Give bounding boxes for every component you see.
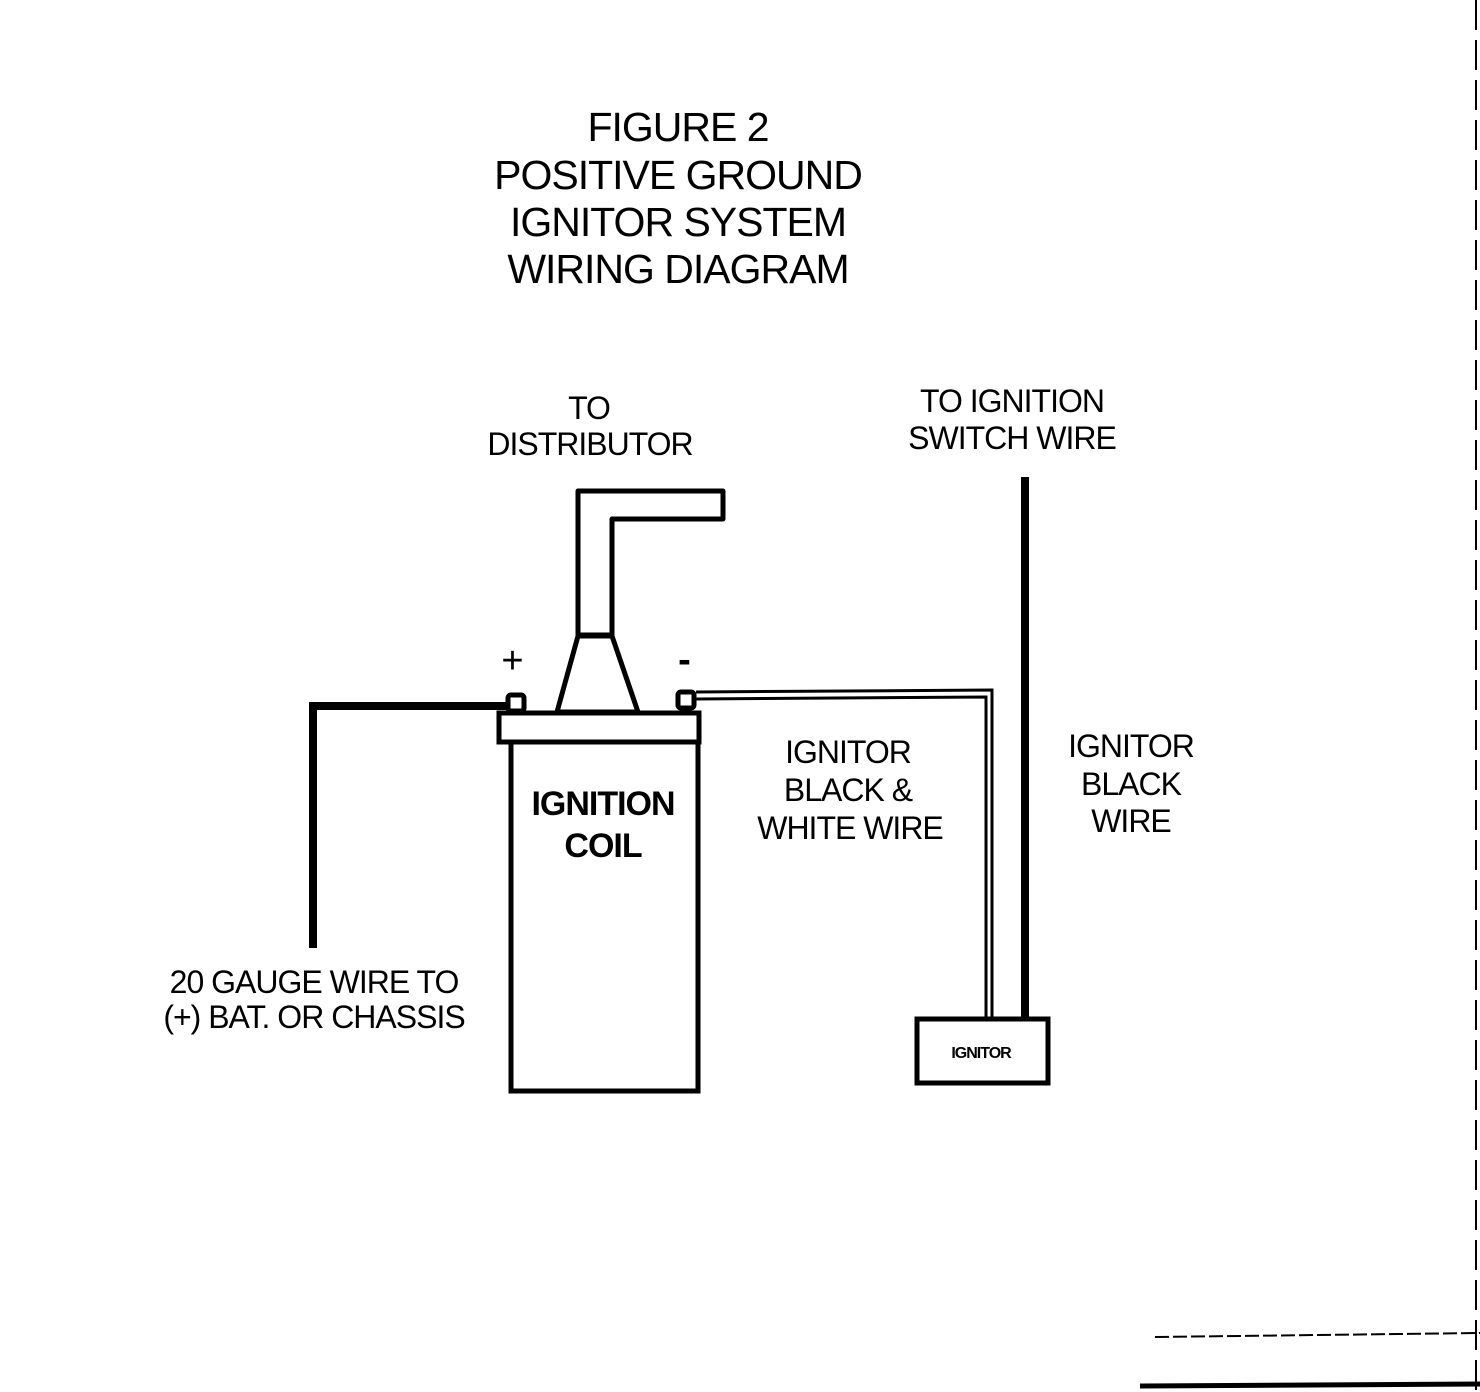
positive-terminal bbox=[505, 692, 527, 714]
ignitor-box-label: IGNITOR bbox=[951, 1045, 1012, 1062]
coil-label-1: IGNITION bbox=[531, 785, 674, 823]
black-label-3: WIRE bbox=[1091, 803, 1171, 839]
bw-label-3: WHITE WIRE bbox=[757, 810, 943, 846]
plus-sign: + bbox=[501, 640, 522, 682]
coil-tower bbox=[554, 633, 641, 715]
bw-label-2: BLACK & bbox=[784, 772, 913, 808]
title-line-3: IGNITOR SYSTEM bbox=[510, 199, 846, 245]
gauge-label-2: (+) BAT. OR CHASSIS bbox=[163, 999, 464, 1035]
black-label-1: IGNITOR bbox=[1068, 728, 1194, 764]
distributor-label-1: TO bbox=[568, 390, 610, 426]
coil-body bbox=[508, 739, 701, 1094]
title-line-1: FIGURE 2 bbox=[587, 104, 768, 150]
black-white-wire bbox=[695, 688, 994, 1018]
switch-label-2: SWITCH WIRE bbox=[908, 420, 1116, 456]
minus-sign: - bbox=[678, 639, 690, 681]
distributor-label-2: DISTRIBUTOR bbox=[487, 426, 692, 462]
title-line-2: POSITIVE GROUND bbox=[494, 152, 862, 198]
scan-edge-line bbox=[1139, 1381, 1480, 1389]
bw-label-1: IGNITOR bbox=[785, 734, 911, 770]
negative-terminal bbox=[675, 689, 697, 711]
coil-cap bbox=[496, 710, 702, 745]
gauge-wire bbox=[309, 702, 508, 948]
scan-edge-dash bbox=[1154, 1332, 1480, 1338]
coil-label-2: COIL bbox=[564, 827, 641, 865]
distributor-lead bbox=[575, 488, 726, 638]
black-label-2: BLACK bbox=[1081, 766, 1182, 802]
title-line-4: WIRING DIAGRAM bbox=[507, 246, 848, 292]
figure-title: FIGURE 2 POSITIVE GROUND IGNITOR SYSTEM … bbox=[494, 104, 863, 292]
ignitor-box bbox=[914, 1016, 1051, 1086]
gauge-label-1: 20 GAUGE WIRE TO bbox=[170, 964, 459, 1000]
switch-label-1: TO IGNITION bbox=[920, 383, 1104, 419]
